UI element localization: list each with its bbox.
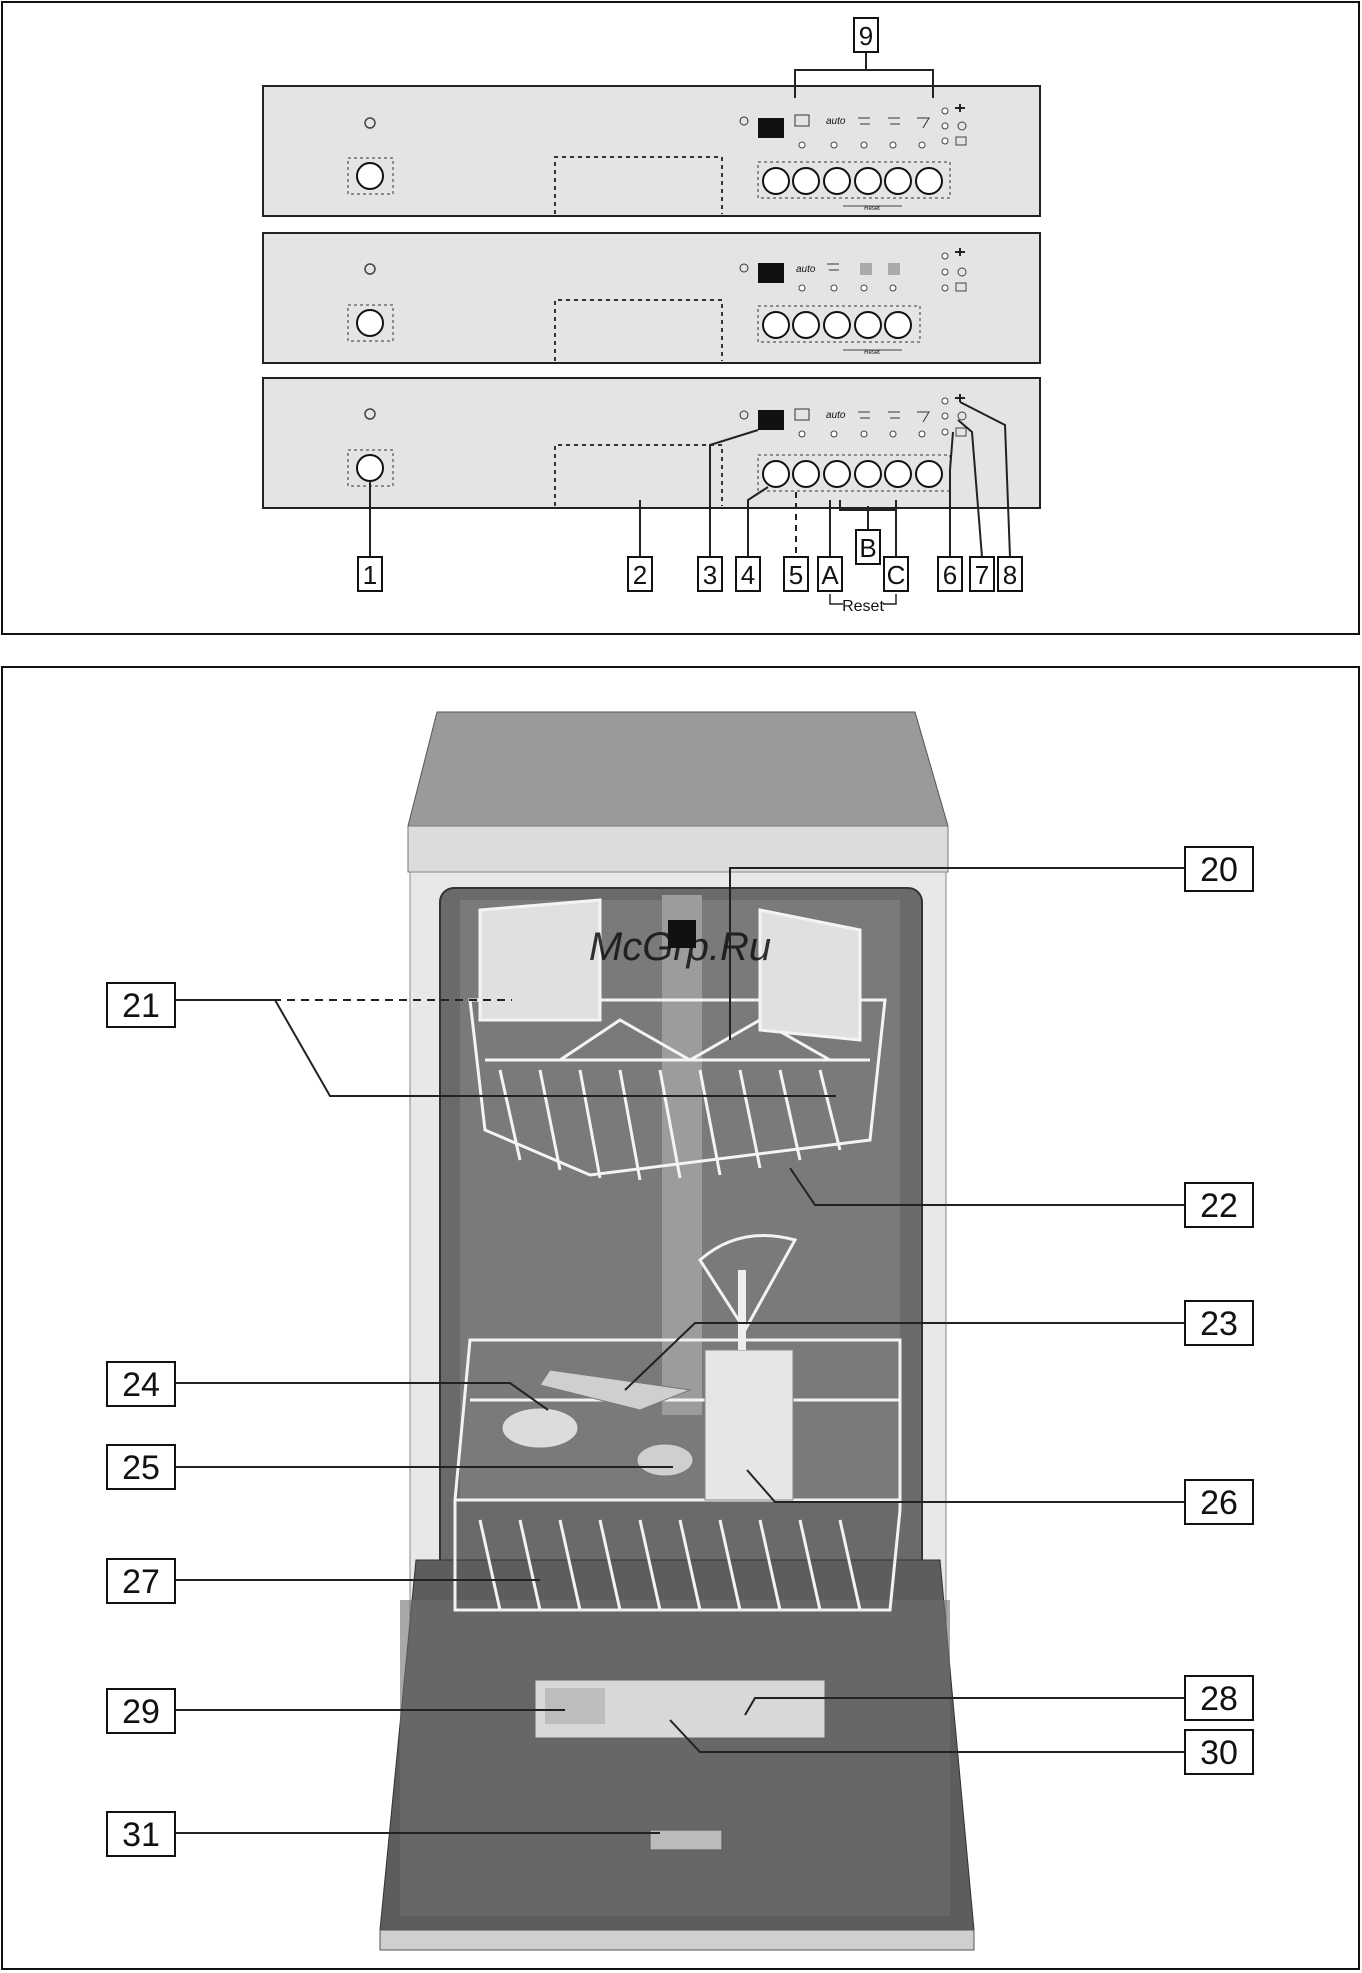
- program-auto-text: auto: [796, 264, 816, 275]
- display: [758, 410, 784, 430]
- callout-26: 26: [1185, 1480, 1253, 1524]
- callout-29: 29: [107, 1689, 175, 1733]
- svg-text:27: 27: [122, 1563, 160, 1601]
- svg-text:3: 3: [703, 560, 717, 590]
- svg-text:6: 6: [943, 560, 957, 590]
- svg-text:30: 30: [1200, 1734, 1238, 1772]
- svg-text:1: 1: [363, 560, 377, 590]
- svg-text:7: 7: [975, 560, 989, 590]
- callout-b: B: [856, 530, 880, 564]
- cutlery-basket: [705, 1350, 793, 1500]
- callout-5: 5: [784, 557, 808, 591]
- callout-9: 9: [854, 18, 878, 52]
- svg-text:31: 31: [122, 1816, 160, 1854]
- salt-container: [502, 1408, 578, 1448]
- reset-small-label: Reset: [864, 206, 880, 212]
- svg-text:8: 8: [1003, 560, 1017, 590]
- svg-text:21: 21: [122, 987, 160, 1025]
- svg-text:29: 29: [122, 1693, 160, 1731]
- svg-text:B: B: [859, 533, 876, 563]
- power-button[interactable]: [357, 310, 383, 336]
- callout-30: 30: [1185, 1730, 1253, 1774]
- display: [758, 263, 784, 283]
- program-auto-text: auto: [826, 116, 846, 127]
- status-leds: [942, 108, 948, 144]
- callout-31: 31: [107, 1812, 175, 1856]
- dishwasher-illustration: [380, 712, 974, 1950]
- svg-text:26: 26: [1200, 1484, 1238, 1522]
- rating-plate: [650, 1830, 722, 1850]
- callout-28: 28: [1185, 1676, 1253, 1720]
- callout-2: 2: [628, 557, 652, 591]
- control-panel-variant-1: auto Reset: [263, 86, 1040, 216]
- callout-8: 8: [998, 557, 1022, 591]
- program-auto-text: auto: [826, 410, 846, 421]
- reset-small-label: Reset: [864, 350, 880, 356]
- control-panel-variant-2: auto Reset: [263, 233, 1040, 363]
- callout-21: 21: [107, 983, 175, 1027]
- callout-4: 4: [736, 557, 760, 591]
- callout-20: 20: [1185, 847, 1253, 891]
- svg-text:20: 20: [1200, 851, 1238, 889]
- callout-3: 3: [698, 557, 722, 591]
- watermark: McGrp.Ru: [589, 925, 771, 969]
- callout-22: 22: [1185, 1183, 1253, 1227]
- supply-column: [662, 895, 702, 1415]
- svg-text:9: 9: [859, 21, 873, 51]
- svg-text:28: 28: [1200, 1680, 1238, 1718]
- svg-text:25: 25: [122, 1449, 160, 1487]
- svg-text:A: A: [821, 560, 839, 590]
- power-button[interactable]: [357, 163, 383, 189]
- program-buttons[interactable]: [763, 312, 911, 338]
- reset-label: Reset: [842, 598, 884, 615]
- svg-text:4: 4: [741, 560, 755, 590]
- callout-6: 6: [938, 557, 962, 591]
- worktop: [408, 712, 948, 826]
- callout-a: A: [818, 557, 842, 591]
- front-fascia: [408, 826, 948, 872]
- callout-27: 27: [107, 1559, 175, 1603]
- callout-23: 23: [1185, 1301, 1253, 1345]
- control-panel-variant-3: auto: [263, 378, 1040, 508]
- svg-text:24: 24: [122, 1366, 160, 1404]
- svg-text:22: 22: [1200, 1187, 1238, 1225]
- callout-24: 24: [107, 1362, 175, 1406]
- svg-text:5: 5: [789, 560, 803, 590]
- callout-7: 7: [970, 557, 994, 591]
- callout-c: C: [884, 557, 908, 591]
- callout-25: 25: [107, 1445, 175, 1489]
- power-button[interactable]: [357, 455, 383, 481]
- svg-text:23: 23: [1200, 1305, 1238, 1343]
- display: [758, 118, 784, 138]
- svg-text:2: 2: [633, 560, 647, 590]
- callout-1: 1: [358, 557, 382, 591]
- filter: [637, 1444, 693, 1476]
- svg-text:C: C: [887, 560, 906, 590]
